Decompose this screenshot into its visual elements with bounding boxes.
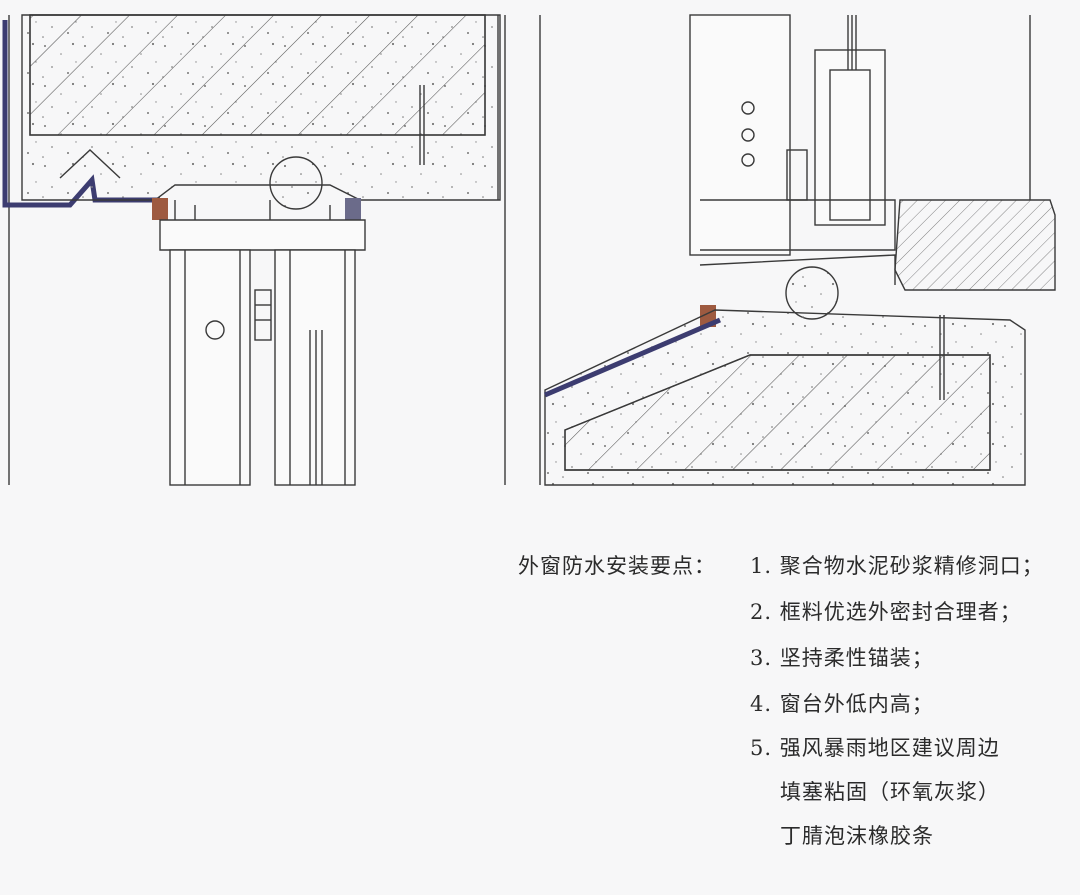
head-section-detail — [2, 14, 506, 486]
note-item-5-line-3: 丁腈泡沫橡胶条 — [780, 824, 934, 848]
notes-lead: 外窗防水安装要点： — [518, 554, 716, 578]
note-item-4: 4. 窗台外低内高； — [750, 692, 934, 716]
note-item-5: 5. 强风暴雨地区建议周边 — [750, 736, 1000, 760]
note-item-2: 2. 框料优选外密封合理者； — [750, 600, 1022, 624]
sill-section-detail — [539, 14, 1056, 486]
note-item-1: 1. 聚合物水泥砂浆精修洞口； — [750, 554, 1044, 578]
note-item-5-line-2: 填塞粘固（环氧灰浆） — [780, 780, 1000, 804]
note-item-3: 3. 坚持柔性锚装； — [750, 646, 934, 670]
